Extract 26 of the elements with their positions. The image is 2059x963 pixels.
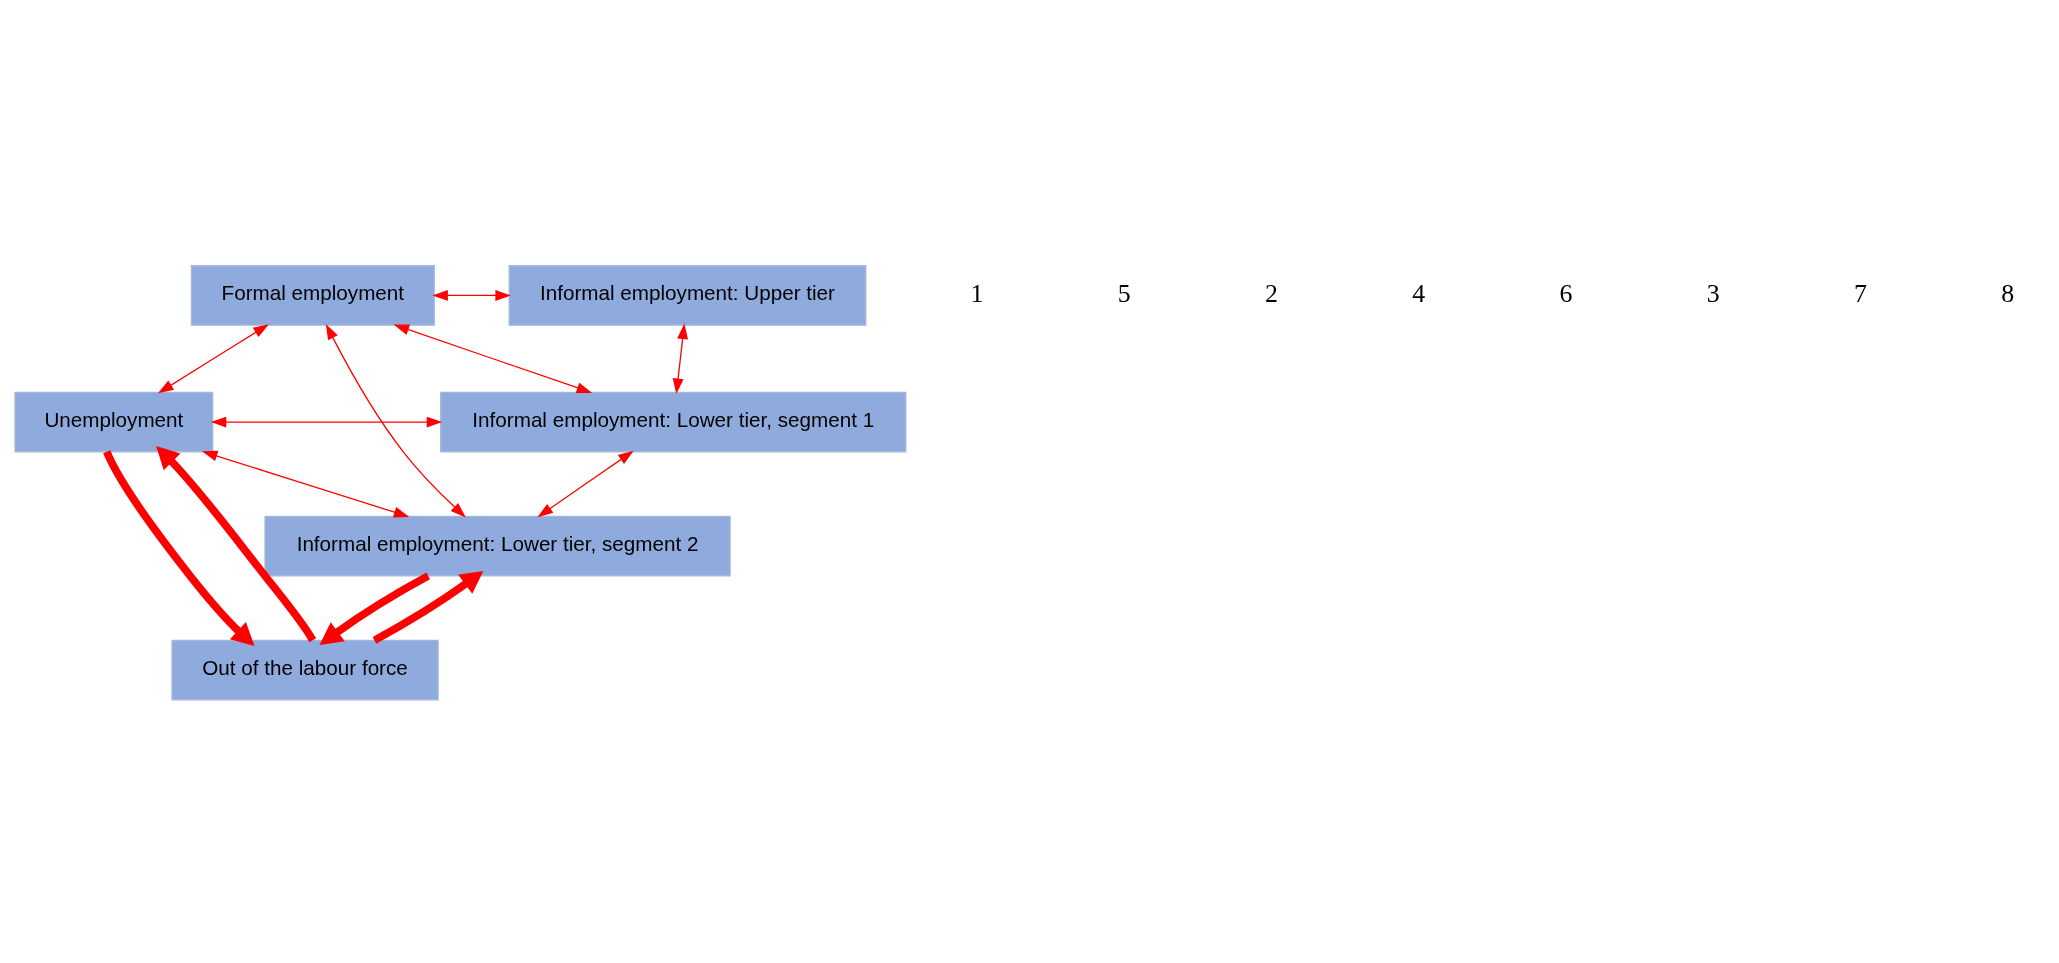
arrow	[319, 572, 431, 646]
node-box: Out of the labour force	[171, 639, 439, 701]
label: 3	[1706, 278, 1720, 308]
node-box: Unemployment	[14, 391, 214, 453]
arrow	[103, 450, 255, 646]
arrow	[432, 290, 511, 301]
arrow	[393, 324, 593, 393]
label: 1	[970, 278, 984, 308]
arrow	[210, 416, 443, 428]
arrow	[156, 445, 317, 643]
label: 7	[1854, 278, 1867, 308]
node-box: Informal employment: Lower tier, segment 1	[440, 391, 907, 453]
label: 5	[1117, 278, 1131, 308]
arrow	[372, 570, 484, 644]
label: 8	[2001, 278, 2015, 308]
node-box: Informal employment: Lower tier, segment 2	[264, 515, 731, 577]
node-box: Formal employment	[190, 265, 435, 326]
arrow	[537, 450, 634, 518]
arrow	[201, 450, 410, 518]
arrow	[672, 323, 689, 395]
label: 2	[1264, 278, 1278, 308]
label: 4	[1412, 278, 1426, 308]
arrow	[325, 323, 466, 518]
node-box: Informal employment: Upper tier	[508, 265, 867, 326]
label: 6	[1559, 278, 1573, 308]
arrow	[157, 324, 269, 394]
